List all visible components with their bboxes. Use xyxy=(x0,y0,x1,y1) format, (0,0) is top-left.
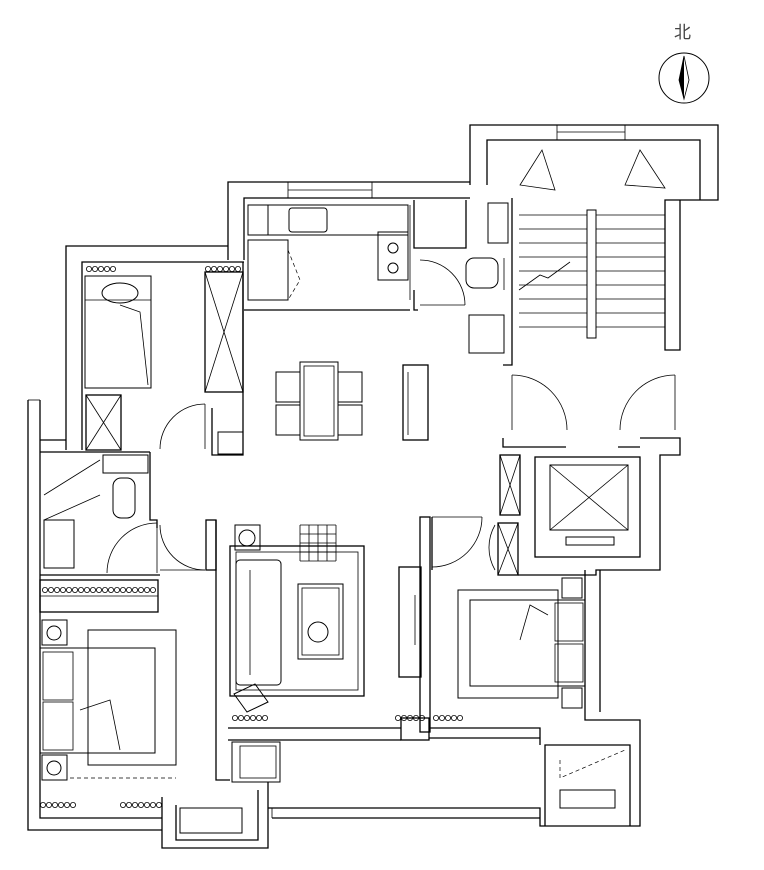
curtain-fold xyxy=(104,265,111,272)
curtain-fold xyxy=(261,715,268,722)
curtain-fold xyxy=(450,715,457,722)
curtain-fold xyxy=(46,802,53,809)
curtain-fold xyxy=(126,802,133,809)
curtain-fold xyxy=(394,715,401,722)
compass: 北 xyxy=(658,23,710,104)
curtain-fold xyxy=(204,265,211,272)
curtain-fold xyxy=(234,265,241,272)
curtain-fold xyxy=(52,802,59,809)
compass-north-label: 北 xyxy=(674,23,691,43)
curtain-fold xyxy=(432,715,439,722)
curtain-fold xyxy=(243,715,250,722)
curtain-fold xyxy=(418,715,425,722)
curtain-fold xyxy=(143,587,150,594)
curtain-fold xyxy=(98,265,105,272)
curtain-fold xyxy=(64,802,71,809)
compass-ring xyxy=(658,52,710,104)
curtain-fold xyxy=(78,587,85,594)
curtain-fold xyxy=(155,802,162,809)
bathroom-upper xyxy=(465,202,509,354)
curtain-fold xyxy=(444,715,451,722)
curtain-fold xyxy=(143,802,150,809)
curtain-fold xyxy=(48,587,55,594)
curtain-fold xyxy=(231,715,238,722)
curtain-fold xyxy=(456,715,463,722)
curtain-fold xyxy=(66,587,73,594)
curtain-fold xyxy=(60,587,67,594)
curtain-fold xyxy=(90,587,97,594)
curtain-fold xyxy=(222,265,229,272)
curtain-fold xyxy=(237,715,244,722)
staircase xyxy=(518,209,665,339)
curtain-fold xyxy=(210,265,217,272)
curtain-fold xyxy=(86,265,93,272)
bedroom-3 xyxy=(457,577,586,709)
curtain-fold xyxy=(54,587,61,594)
curtain-fold xyxy=(400,715,407,722)
bathroom-left xyxy=(43,454,149,569)
curtain-fold xyxy=(58,802,65,809)
curtain-fold xyxy=(137,587,144,594)
curtain-fold xyxy=(131,802,138,809)
master-bedroom xyxy=(39,619,177,781)
curtain-fold xyxy=(120,587,127,594)
dining-table xyxy=(275,361,363,441)
curtain-fold xyxy=(412,715,419,722)
curtain-fold xyxy=(96,587,103,594)
curtain-fold xyxy=(102,587,109,594)
curtain-fold xyxy=(110,265,117,272)
north-arrow-icon xyxy=(678,55,690,101)
curtain-fold xyxy=(131,587,138,594)
elevator xyxy=(534,456,641,558)
curtains xyxy=(40,265,463,809)
curtain-fold xyxy=(137,802,144,809)
interior-walls xyxy=(39,200,681,781)
curtain-fold xyxy=(120,802,127,809)
curtain-fold xyxy=(126,587,133,594)
curtain-fold xyxy=(84,587,91,594)
curtain-fold xyxy=(40,802,47,809)
living-room xyxy=(229,524,365,713)
curtain-fold xyxy=(70,802,77,809)
bedroom-2 xyxy=(84,275,152,389)
curtain-fold xyxy=(42,587,49,594)
curtain-fold xyxy=(108,587,115,594)
curtain-fold xyxy=(149,587,156,594)
curtain-fold xyxy=(114,587,121,594)
curtain-fold xyxy=(249,715,256,722)
curtain-fold xyxy=(255,715,262,722)
curtain-fold xyxy=(149,802,156,809)
curtain-fold xyxy=(72,587,79,594)
kitchen xyxy=(247,204,411,301)
curtain-fold xyxy=(228,265,235,272)
curtain-fold xyxy=(216,265,223,272)
curtain-fold xyxy=(438,715,445,722)
doors xyxy=(106,149,676,574)
curtain-fold xyxy=(406,715,413,722)
curtain-fold xyxy=(92,265,99,272)
balconies xyxy=(179,741,626,834)
